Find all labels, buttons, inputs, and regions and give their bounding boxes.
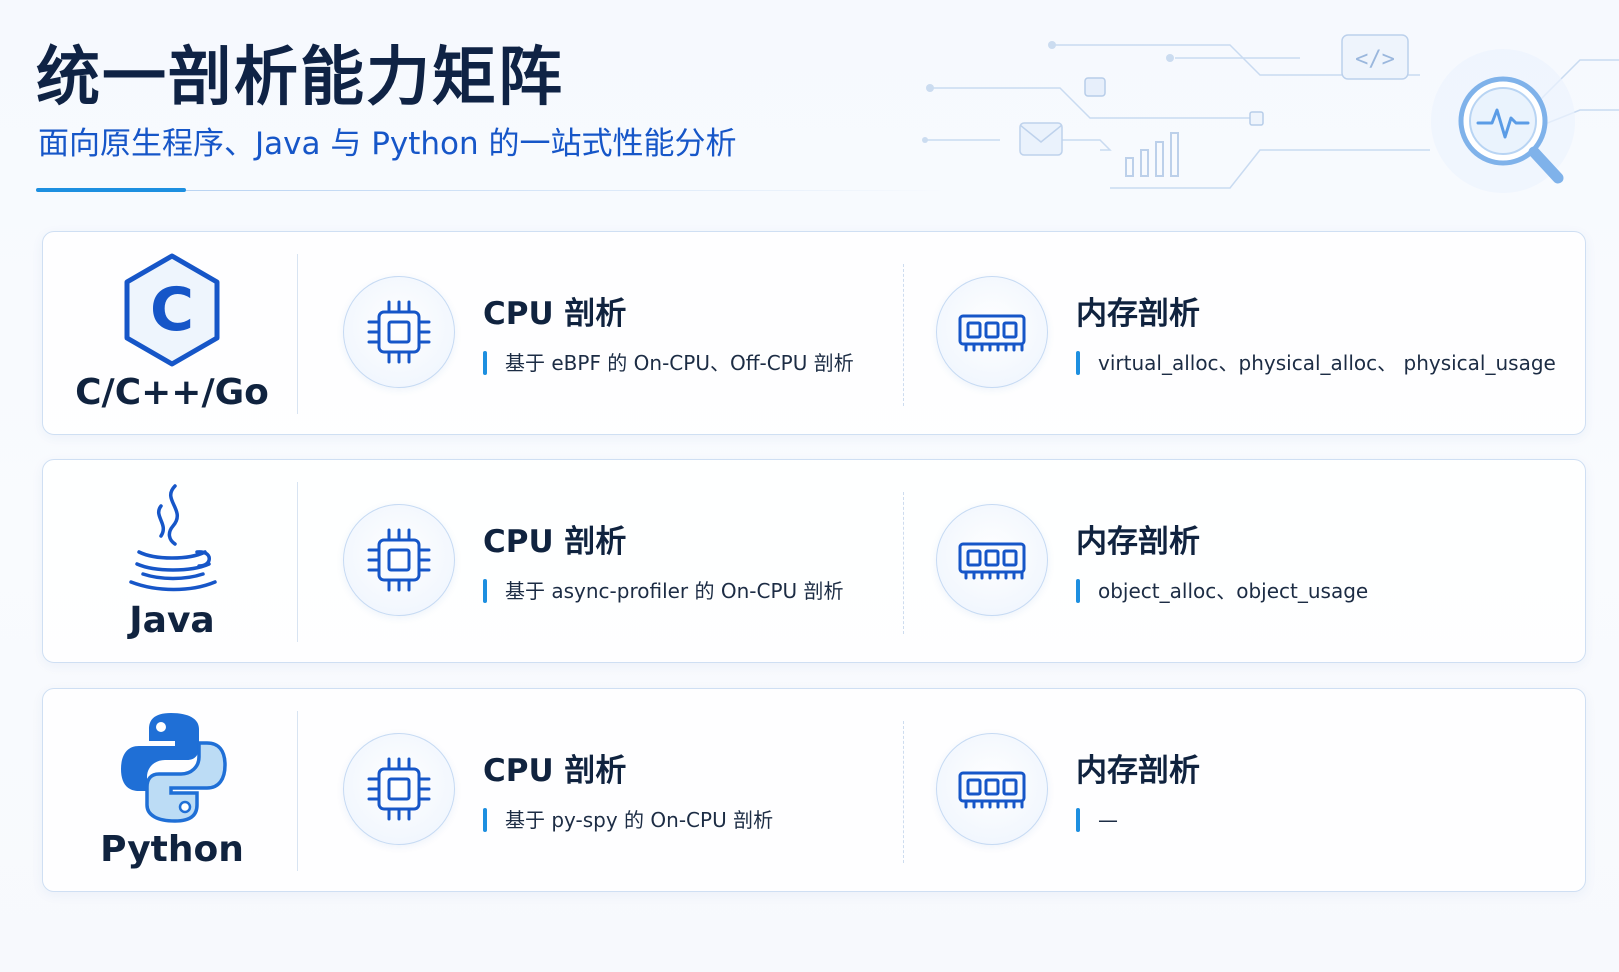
magnifier-pulse-icon: [1431, 49, 1575, 193]
desc-marker: [1076, 579, 1080, 603]
memory-profiling-cell: 内存剖析 —: [936, 689, 1576, 893]
desc-marker: [483, 808, 487, 832]
cpu-profiling-cell: CPU 剖析 基于 py-spy 的 On-CPU 剖析: [343, 689, 883, 893]
cpu-profiling-desc-text: 基于 async-profiler 的 On-CPU 剖析: [505, 579, 844, 603]
matrix-row-python: Python CPU 剖析 基于 py-spy 的 On-CPU 剖析: [42, 688, 1586, 892]
c-hexagon-icon: C: [124, 253, 220, 367]
column-divider: [297, 254, 298, 414]
column-divider-dashed: [903, 492, 904, 634]
column-divider: [297, 482, 298, 642]
code-tag-icon: </>: [1341, 34, 1409, 80]
desc-marker: [483, 579, 487, 603]
cpu-chip-icon: [343, 733, 455, 845]
column-divider-dashed: [903, 264, 904, 406]
matrix-row-native: C C/C++/Go CPU 剖析 基于 eBPF 的 On-CPU、Off-C…: [42, 231, 1586, 435]
title-underline-accent: [36, 188, 186, 192]
cpu-profiling-cell: CPU 剖析 基于 eBPF 的 On-CPU、Off-CPU 剖析: [343, 232, 883, 436]
memory-profiling-title: 内存剖析: [1076, 296, 1200, 332]
cpu-profiling-desc-text: 基于 py-spy 的 On-CPU 剖析: [505, 808, 774, 832]
memory-profiling-cell: 内存剖析 object_alloc、object_usage: [936, 460, 1576, 664]
memory-profiling-cell: 内存剖析 virtual_alloc、physical_alloc、 physi…: [936, 232, 1576, 436]
memory-module-icon: [936, 276, 1048, 388]
c-glyph: C: [150, 275, 194, 345]
memory-module-icon: [936, 733, 1048, 845]
code-tag-text: </>: [1355, 47, 1395, 72]
language-name: Python: [100, 829, 244, 870]
desc-marker: [483, 351, 487, 375]
java-coffee-cup-icon: [129, 484, 217, 592]
column-divider: [297, 711, 298, 871]
cpu-profiling-title: CPU 剖析: [483, 753, 627, 789]
cpu-chip-icon: [343, 504, 455, 616]
cpu-chip-icon: [343, 276, 455, 388]
page-subtitle: 面向原生程序、Java 与 Python 的一站式性能分析: [38, 126, 737, 162]
memory-profiling-title: 内存剖析: [1076, 524, 1200, 560]
memory-profiling-desc-text: —: [1098, 808, 1118, 832]
page-title: 统一剖析能力矩阵: [36, 41, 564, 115]
python-logo-icon: [121, 713, 227, 823]
envelope-icon: [1019, 122, 1063, 156]
memory-profiling-title: 内存剖析: [1076, 753, 1200, 789]
matrix-row-java: Java CPU 剖析 基于 async-profiler 的 On-CPU 剖…: [42, 459, 1586, 663]
desc-marker: [1076, 351, 1080, 375]
language-cell: Java: [43, 460, 301, 664]
language-name: Java: [129, 600, 215, 641]
cpu-profiling-desc-text: 基于 eBPF 的 On-CPU、Off-CPU 剖析: [505, 351, 854, 375]
language-cell: Python: [43, 689, 301, 893]
title-underline: [186, 190, 946, 191]
memory-profiling-desc-text: object_alloc、object_usage: [1098, 579, 1369, 603]
cpu-profiling-cell: CPU 剖析 基于 async-profiler 的 On-CPU 剖析: [343, 460, 883, 664]
cpu-profiling-title: CPU 剖析: [483, 524, 627, 560]
cpu-profiling-title: CPU 剖析: [483, 296, 627, 332]
desc-marker: [1076, 808, 1080, 832]
language-name: C/C++/Go: [75, 372, 269, 413]
memory-module-icon: [936, 504, 1048, 616]
column-divider-dashed: [903, 721, 904, 863]
bar-chart-icon: [1125, 132, 1179, 177]
memory-profiling-desc-text: virtual_alloc、physical_alloc、 physical_u…: [1098, 351, 1556, 375]
language-cell: C C/C++/Go: [43, 232, 301, 436]
